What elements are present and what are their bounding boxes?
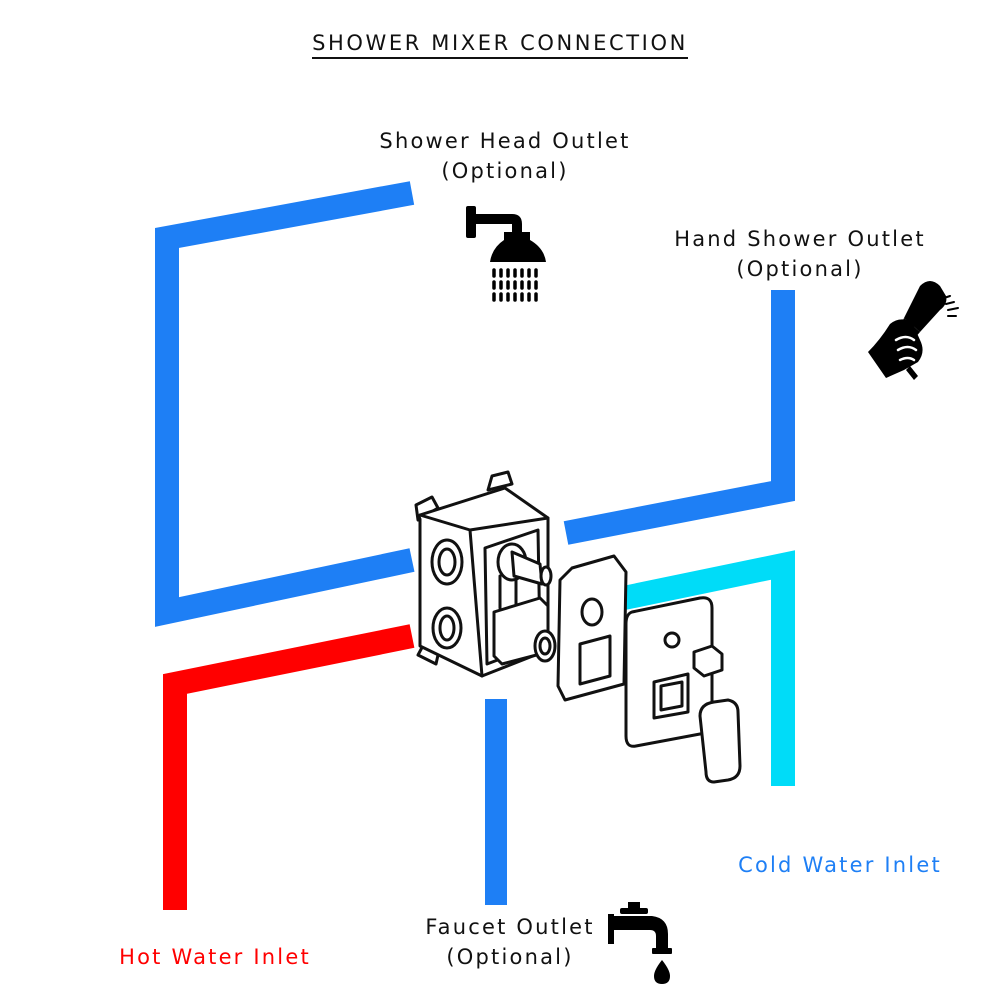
shower-head-pipe	[155, 181, 415, 627]
mixer-valve-body-icon	[414, 470, 557, 678]
faucet-icon	[608, 902, 672, 984]
cold-water-inlet-label: Cold Water Inlet	[738, 853, 942, 877]
hand-shower-outlet-label: Hand Shower Outlet (Optional)	[620, 224, 980, 284]
mounting-plate-icon	[556, 554, 628, 702]
faucet-outlet-label: Faucet Outlet (Optional)	[380, 912, 640, 972]
hand-shower-outlet-title: Hand Shower Outlet	[674, 227, 926, 251]
hand-shower-pipe	[563, 290, 795, 545]
hand-shower-icon	[868, 281, 959, 380]
shower-head-outlet-optional: (Optional)	[441, 159, 569, 183]
hand-shower-outlet-optional: (Optional)	[736, 257, 864, 281]
shower-head-icon	[466, 206, 546, 302]
shower-head-outlet-label: Shower Head Outlet (Optional)	[330, 126, 680, 186]
mixer-handle-icon	[698, 698, 742, 784]
diagram-title: SHOWER MIXER CONNECTION	[200, 28, 800, 59]
faucet-outlet-optional: (Optional)	[446, 945, 574, 969]
hot-water-inlet-label: Hot Water Inlet	[119, 945, 311, 969]
faucet-outlet-title: Faucet Outlet	[425, 915, 595, 939]
hot-water-pipe	[163, 624, 415, 910]
shower-head-outlet-title: Shower Head Outlet	[379, 129, 631, 153]
cold-water-pipe	[563, 550, 795, 786]
trim-plate-icon	[624, 596, 724, 748]
